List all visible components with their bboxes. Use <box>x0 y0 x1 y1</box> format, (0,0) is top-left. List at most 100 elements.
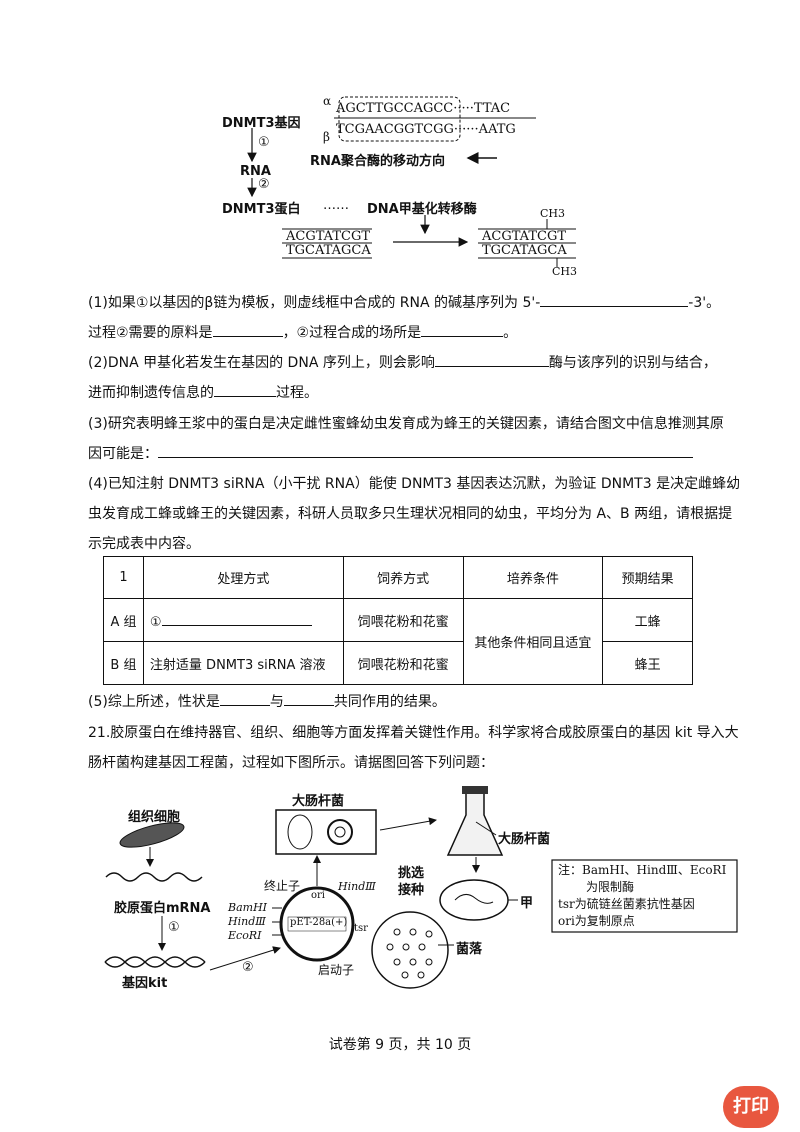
q1-text-c: 过程②需要的原料是 <box>88 325 213 341</box>
colony-label: 菌落 <box>456 942 483 957</box>
q1-text-d: ，②过程合成的场所是 <box>282 325 422 341</box>
select-label-1: 挑选 <box>398 866 425 881</box>
q5-blank-1[interactable] <box>219 691 270 706</box>
step1-marker-fig2: ① <box>168 920 180 935</box>
terminator-label: 终止子 <box>264 879 301 893</box>
colony-plate <box>371 911 449 989</box>
q4-line2: 虫发育成工蜂或蜂王的关键因素，科研人员取多只生理状况相同的幼虫，平均分为 A、B… <box>88 506 733 522</box>
plasmid-ring <box>279 886 355 962</box>
q1-blank-sequence[interactable] <box>540 292 689 307</box>
page-footer: 试卷第 9 页，共 10 页 <box>328 1037 472 1053</box>
q5-text-c: 共同作用的结果。 <box>333 694 446 710</box>
tsr-label: tsr <box>354 923 368 934</box>
group-b-feeding: 饲喂花粉和花蜜 <box>342 641 464 685</box>
ecoli-top-label: 大肠杆菌 <box>292 794 345 809</box>
table-header-cell: 培养条件 <box>462 556 604 599</box>
table-header-row: 1 处理方式 饲养方式 培养条件 预期结果 <box>103 556 693 599</box>
ellipsis: …… <box>323 198 349 213</box>
promoter-label: 启动子 <box>318 963 355 977</box>
protein-label: DNMT3蛋白 <box>222 202 301 217</box>
q5-text-b: 与 <box>269 694 284 710</box>
q3-blank-reason[interactable] <box>158 443 693 458</box>
note-line: 注：BamHⅠ、HindⅢ、EcoRⅠ <box>558 863 727 877</box>
figure1-lines <box>247 96 576 267</box>
q1-text-a: (1)如果①以基因的β链为模板，则虚线框中合成的 RNA 的碱基序列为 5'- <box>88 295 541 311</box>
methylated-top: ACGTATCGT <box>482 229 567 244</box>
unmethylated-bottom: TGCATAGCA <box>286 243 371 258</box>
print-button[interactable]: 打印 <box>723 1086 779 1128</box>
group-a-treatment: ① <box>142 598 344 642</box>
tissue-cell-label: 组织细胞 <box>128 810 181 825</box>
note-line: tsr为硫链丝菌素抗性基因 <box>558 897 695 911</box>
petri-dish-jia <box>439 879 509 921</box>
plasmid-label: pET-28a(+) <box>290 917 348 928</box>
group-a-marker: ① <box>149 614 162 630</box>
culture-condition: 其他条件相同且适宜 <box>462 598 604 685</box>
beta-label: β <box>323 130 330 144</box>
q3-line1: (3)研究表明蜂王浆中的蛋白是决定雌性蜜蜂幼虫发育成为蜂王的关键因素，请结合图文… <box>88 416 724 432</box>
q3-text: 因可能是： <box>88 446 158 462</box>
group-a-result: 工蜂 <box>602 598 693 642</box>
gene-kit-label: 基因kit <box>122 976 168 991</box>
jia-label: 甲 <box>520 896 534 911</box>
tissue-cell-shape <box>119 822 185 848</box>
beta-strand: TCGAACGGTCGG······AATG <box>336 122 516 137</box>
figure2-drawing <box>104 786 738 989</box>
q1-line2: 过程②需要的原料是 ，②过程合成的场所是 。 <box>88 322 517 344</box>
q1-text-e: 。 <box>503 325 518 341</box>
q1-blank-material[interactable] <box>212 322 283 337</box>
table-row: B 组 注射适量 DNMT3 siRNA 溶液 饲喂花粉和花蜜 蜂王 <box>103 641 693 685</box>
flask-shape <box>446 791 504 856</box>
methyl-bottom: CH3 <box>552 265 578 278</box>
methylated-bottom: TGCATAGCA <box>482 243 567 258</box>
q21-line2: 肠杆菌构建基因工程菌，过程如下图所示。请据图回答下列问题： <box>88 755 494 771</box>
step1-marker: ① <box>258 135 270 150</box>
table-header-cell: 饲养方式 <box>342 556 464 599</box>
note-box <box>551 859 738 933</box>
ecori-label: EcoRⅠ <box>228 929 262 942</box>
hindiii-label: HindⅢ <box>228 915 266 928</box>
q5-blank-2[interactable] <box>283 691 334 706</box>
q1-blank-site[interactable] <box>421 322 504 337</box>
q5-line: (5)综上所述，性状是 与 共同作用的结果。 <box>88 691 446 713</box>
q4-line1: (4)已知注射 DNMT3 siRNA（小干扰 RNA）能使 DNMT3 基因表… <box>88 476 741 492</box>
table-header-cell: 处理方式 <box>142 556 344 599</box>
alpha-strand: AGCTTGCCAGCC·····TTAC <box>336 101 511 116</box>
q2-text-c: 进而抑制遗传信息的 <box>88 385 214 401</box>
mrna-label: 胶原蛋白mRNA <box>114 901 211 916</box>
q5-text-a: (5)综上所述，性状是 <box>88 694 220 710</box>
step2-marker-fig2: ② <box>242 960 254 975</box>
mrna-wave <box>105 872 203 882</box>
note-line: 为限制酶 <box>586 880 635 894</box>
group-a-label: A 组 <box>103 598 144 642</box>
group-b-treatment: 注射适量 DNMT3 siRNA 溶液 <box>142 641 344 685</box>
group-b-label: B 组 <box>103 641 144 685</box>
q2-text-a: (2)DNA 甲基化若发生在基因的 DNA 序列上，则会影响 <box>88 355 435 371</box>
q2-text-d: 过程。 <box>276 385 318 401</box>
rna-label: RNA <box>240 164 271 179</box>
q1-text-b: -3'。 <box>688 295 721 311</box>
note-line: ori为复制原点 <box>558 914 635 928</box>
note-text: 注：BamHⅠ、HindⅢ、EcoRⅠ 为限制酶 tsr为硫链丝菌素抗性基因 o… <box>558 862 726 930</box>
ecoli-box <box>275 809 377 855</box>
q2-line2: 进而抑制遗传信息的 过程。 <box>88 382 318 404</box>
q4-line3: 示完成表中内容。 <box>88 536 200 552</box>
select-label-2: 接种 <box>398 883 425 898</box>
bamhi-label: BamHⅠ <box>228 901 268 914</box>
group-b-result: 蜂王 <box>602 641 693 685</box>
ori-label: ori <box>311 890 325 901</box>
step2-marker: ② <box>258 177 270 192</box>
group-a-blank[interactable] <box>161 611 312 626</box>
rnap-direction-label: RNA聚合酶的移动方向 <box>310 154 445 169</box>
alpha-label: α <box>323 94 332 108</box>
unmethylated-top: ACGTATCGT <box>286 229 371 244</box>
q21-line1: 21.胶原蛋白在维持器官、组织、细胞等方面发挥着关键性作用。科学家将合成胶原蛋白… <box>88 725 739 741</box>
hindiii-top-label: HindⅢ <box>338 880 376 893</box>
q2-blank-enzyme[interactable] <box>434 352 549 367</box>
q2-text-b: 酶与该序列的识别与结合， <box>548 355 717 371</box>
ecoli-flask-label: 大肠杆菌 <box>498 832 551 847</box>
q1-line1: (1)如果①以基因的β链为模板，则虚线框中合成的 RNA 的碱基序列为 5'- -… <box>88 292 720 314</box>
table-row: A 组 ① 饲喂花粉和花蜜 其他条件相同且适宜 工蜂 <box>103 598 693 685</box>
methyl-top: CH3 <box>540 207 566 220</box>
q2-blank-process[interactable] <box>214 382 276 397</box>
